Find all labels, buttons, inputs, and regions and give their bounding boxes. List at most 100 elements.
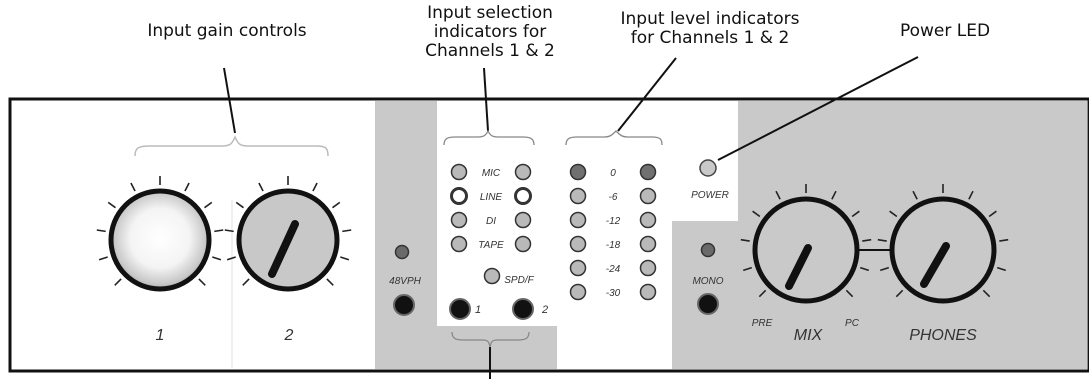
knob-tick — [96, 229, 106, 233]
level-led-ch1 — [569, 211, 587, 229]
input-select-switch-1[interactable] — [449, 298, 471, 320]
level-leader-line — [617, 57, 677, 132]
knob-tick — [235, 201, 244, 209]
knob-tick — [859, 266, 870, 272]
mix-label: MIX — [794, 327, 824, 344]
mix-pc-label: PC — [845, 318, 860, 329]
knob-tick — [912, 190, 918, 200]
knob-tick — [851, 210, 860, 218]
level-led-ch2 — [639, 187, 657, 205]
level-label: -12 — [606, 216, 621, 227]
knob-tick — [988, 210, 997, 218]
power-led — [699, 159, 717, 177]
knob-tick — [258, 182, 264, 192]
phantom-switch[interactable] — [393, 294, 415, 316]
phones-knob-pointer — [920, 242, 950, 288]
input-select-label: LINE — [480, 192, 503, 203]
input-select-label: MIC — [482, 168, 501, 179]
knob-tick — [831, 190, 837, 200]
knob-tick — [877, 238, 887, 242]
gain-knob-2-pointer — [268, 220, 299, 278]
knob-tick — [332, 201, 341, 209]
knob-tick — [895, 289, 904, 298]
gain-controls-callout: Input gain controls — [147, 21, 307, 41]
input-level-callout: Input level indicators for Channels 1 & … — [585, 10, 835, 48]
level-brace — [565, 130, 663, 146]
gain-knob-1[interactable] — [108, 188, 212, 292]
level-led-ch1 — [569, 259, 587, 277]
knob-tick — [312, 182, 318, 192]
input-selection-callout-line3: Channels 1 & 2 — [425, 41, 555, 61]
input-select-led-ch2 — [514, 235, 532, 253]
input-select-label: DI — [486, 216, 496, 227]
phones-label: PHONES — [909, 327, 977, 344]
knob-tick — [326, 278, 334, 286]
knob-1-label: 1 — [156, 327, 165, 344]
input-selection-callout-line1: Input selection — [427, 3, 553, 23]
level-led-ch2 — [639, 163, 657, 181]
knob-tick — [879, 266, 890, 272]
panel-gray-zone-right — [672, 221, 1087, 369]
input-select-label: TAPE — [478, 240, 504, 251]
input-select-led-ch1 — [450, 235, 468, 253]
mono-switch[interactable] — [697, 293, 719, 315]
level-label: -18 — [606, 240, 621, 251]
phantom-label: 48VPH — [389, 276, 421, 287]
selection-brace — [443, 129, 535, 146]
knob-tick — [212, 256, 222, 261]
input-select-led-ch2 — [514, 211, 532, 229]
knob-tick — [184, 182, 190, 192]
knob-ticks — [96, 176, 1009, 298]
level-label: -6 — [609, 192, 618, 203]
selection-leader-line — [483, 67, 489, 132]
input-select-led-ch2 — [514, 163, 532, 181]
input-level-callout-line1: Input level indicators — [620, 9, 800, 29]
input-level-callout-line2: for Channels 1 & 2 — [630, 28, 790, 48]
gain-brace — [134, 135, 329, 157]
knob-tick — [340, 256, 350, 261]
power-label: POWER — [691, 190, 729, 201]
input-select-led-ch1 — [450, 187, 468, 205]
jack-2-label: 2 — [541, 304, 548, 316]
input-select-switch-2[interactable] — [512, 298, 534, 320]
knob-tick — [342, 229, 352, 233]
knob-tick — [758, 289, 767, 298]
knob-tick — [114, 278, 122, 286]
mix-pre-label: PRE — [752, 318, 773, 329]
knob-tick — [214, 229, 224, 233]
knob-tick — [752, 210, 761, 218]
mono-label: MONO — [692, 276, 723, 287]
mono-led — [700, 242, 716, 258]
knob-tick — [198, 278, 206, 286]
knob-tick — [242, 278, 250, 286]
jack-1-label: 1 — [475, 304, 481, 316]
level-led-ch1 — [569, 235, 587, 253]
knob-tick — [889, 210, 898, 218]
knob-tick — [224, 229, 234, 233]
knob-tick — [996, 266, 1007, 272]
jacks-brace — [451, 331, 530, 348]
mix-knob-pointer — [785, 244, 812, 290]
panel-gray-zone-center — [375, 101, 437, 369]
knob-tick — [845, 289, 854, 298]
knob-tick — [98, 256, 108, 261]
level-label: -30 — [606, 288, 621, 299]
level-led-ch2 — [639, 235, 657, 253]
knob-tick — [226, 256, 236, 261]
power-leader-line — [717, 56, 919, 161]
power-led-callout: Power LED — [899, 21, 991, 41]
knob-2-label: 2 — [284, 327, 294, 344]
level-led-ch1 — [569, 187, 587, 205]
knob-tick — [740, 238, 750, 242]
input-select-led-ch1 — [450, 163, 468, 181]
panel-gray-zone-bottom — [437, 326, 557, 369]
knob-tick — [742, 266, 753, 272]
input-selection-callout-line2: indicators for — [433, 22, 547, 42]
level-led-ch2 — [639, 259, 657, 277]
level-led-ch1 — [569, 283, 587, 301]
knob-tick — [968, 190, 974, 200]
knob-tick — [999, 238, 1009, 242]
level-label: 0 — [610, 168, 616, 179]
level-led-ch2 — [639, 283, 657, 301]
